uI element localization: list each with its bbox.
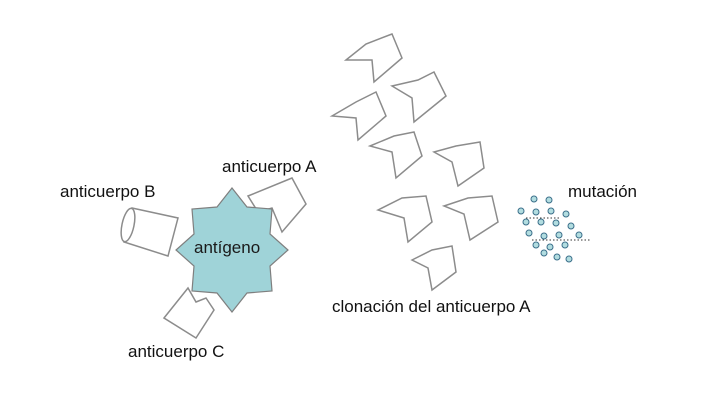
mutation-dot bbox=[522, 218, 530, 226]
mutation-dot bbox=[555, 231, 563, 239]
clone-6 bbox=[375, 195, 433, 244]
mutation-dot bbox=[525, 229, 533, 237]
antibody-b-label: anticuerpo B bbox=[60, 182, 156, 201]
mutation-dot bbox=[532, 241, 540, 249]
mutation-dot bbox=[532, 208, 540, 216]
clone-2 bbox=[390, 70, 447, 124]
mutation-dot bbox=[517, 207, 525, 215]
mutation-dot bbox=[540, 232, 548, 240]
mutation-dot bbox=[561, 241, 569, 249]
mutation-dot bbox=[547, 207, 555, 215]
clone-8 bbox=[410, 245, 457, 292]
mutation-dot bbox=[565, 255, 573, 263]
antibody-c-label: anticuerpo C bbox=[128, 342, 225, 361]
cloning-label: clonación del anticuerpo A bbox=[332, 297, 531, 316]
mutation-dot bbox=[546, 243, 554, 251]
clone-3 bbox=[329, 90, 387, 142]
mutation-label: mutación bbox=[568, 182, 637, 201]
clone-5 bbox=[432, 141, 485, 188]
mutation-dot bbox=[553, 253, 561, 261]
mutation-dot bbox=[537, 218, 545, 226]
mutation-dot bbox=[552, 219, 560, 227]
mutation-dot bbox=[575, 231, 583, 239]
mutation-dot bbox=[545, 196, 553, 204]
antibody-b-shape bbox=[120, 207, 179, 257]
mutation-dot bbox=[540, 249, 548, 257]
mutation-dot bbox=[562, 210, 570, 218]
antigen-label: antígeno bbox=[194, 238, 261, 257]
clone-4 bbox=[367, 131, 423, 180]
cloned-antibodies bbox=[329, 33, 499, 292]
mutation-dot bbox=[530, 195, 538, 203]
clone-1 bbox=[343, 33, 403, 84]
clone-7 bbox=[441, 195, 499, 242]
antibody-a-label: anticuerpo A bbox=[222, 157, 317, 176]
antibody-c-shape bbox=[162, 286, 215, 340]
antigen-star bbox=[175, 187, 289, 313]
mutation-dot bbox=[567, 222, 575, 230]
mutation-cluster bbox=[517, 195, 590, 263]
